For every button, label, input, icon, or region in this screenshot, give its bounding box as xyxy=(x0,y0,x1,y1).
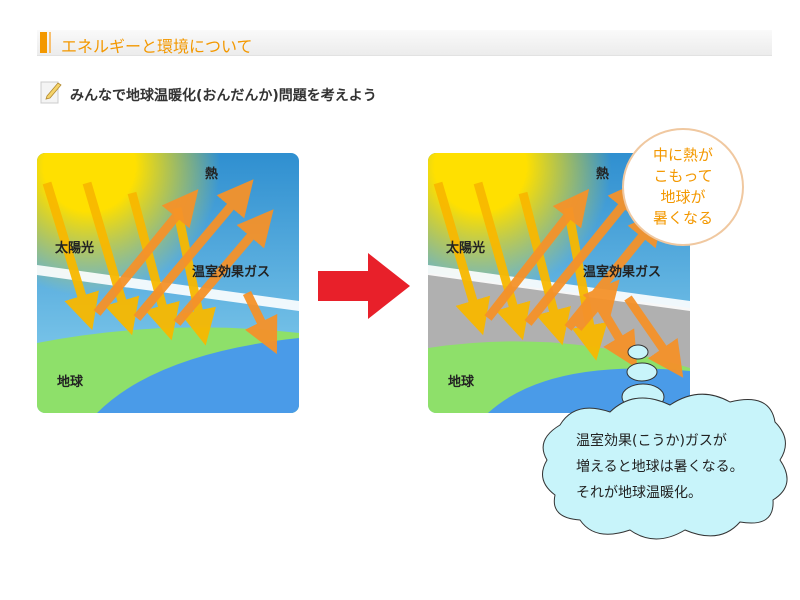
thought-cloud xyxy=(542,344,788,540)
diagram-normal: 熱 太陽光 温室効果ガス 地球 xyxy=(37,153,299,413)
pencil-note-icon xyxy=(40,81,62,104)
cloud-line: 温室効果(こうか)ガスが xyxy=(576,433,727,449)
speech-bubble: 中に熱が こもって 地球が 暑くなる xyxy=(622,128,744,246)
header-accent-bar-light xyxy=(49,32,51,53)
bubble-line: こもって xyxy=(653,167,713,185)
transition-arrow-icon xyxy=(318,253,410,319)
sunlight-label: 太陽光 xyxy=(55,241,95,256)
header-title: エネルギーと環境について xyxy=(61,37,253,56)
bubble-line: 地球が xyxy=(660,188,706,206)
earth-label: 地球 xyxy=(448,375,475,390)
greenhouse-gas-label: 温室効果ガス xyxy=(583,265,662,280)
cloud-line: 増えると地球は暑くなる。 xyxy=(576,459,744,475)
subtitle-text: みんなで地球温暖化(おんだんか)問題を考えよう xyxy=(70,88,377,104)
earth-label: 地球 xyxy=(57,375,84,390)
heat-label: 熱 xyxy=(596,167,610,182)
bubble-line: 中に熱が xyxy=(652,146,713,164)
section-header: エネルギーと環境について xyxy=(37,30,772,56)
normal-greenhouse-illustration xyxy=(37,153,299,413)
sunlight-label: 太陽光 xyxy=(446,241,486,256)
heat-label: 熱 xyxy=(205,167,219,182)
bubble-line: 暑くなる xyxy=(652,209,713,227)
header-accent-bar xyxy=(40,32,47,53)
cloud-line: それが地球温暖化。 xyxy=(576,485,702,501)
greenhouse-gas-label: 温室効果ガス xyxy=(192,265,271,280)
thought-cloud-text: 温室効果(こうか)ガスが 増えると地球は暑くなる。 それが地球温暖化。 xyxy=(576,428,744,506)
